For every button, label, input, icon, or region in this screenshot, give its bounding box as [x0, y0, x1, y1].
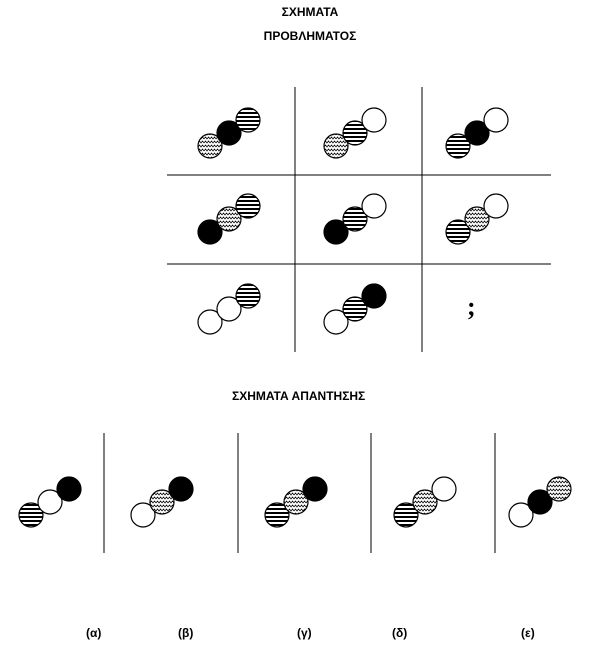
problem-cell-2-2-circle-1-black — [323, 219, 349, 245]
problem-cell-1-2-circle-2-stripes — [342, 120, 368, 146]
problem-cells — [197, 107, 509, 335]
answer-option-1-circle-3-black — [56, 476, 82, 502]
answer-label-4: (δ) — [392, 626, 408, 640]
answer-option-3[interactable] — [264, 476, 328, 528]
problem-cell-2-3-circle-2-zigzag — [464, 206, 490, 232]
problem-cell-2-3-circle-1-stripes — [445, 219, 471, 245]
answer-option-3-circle-2-zigzag — [283, 489, 309, 515]
problem-cell-2-1-circle-3-stripes — [235, 193, 261, 219]
answer-label-2: (β) — [178, 626, 194, 640]
answer-option-5-circle-1-white — [508, 502, 534, 528]
problem-cell-2-2-circle-3-white — [361, 193, 387, 219]
problem-cell-1-3-circle-3-white — [483, 107, 509, 133]
answer-option-3-circle-3-black — [302, 476, 328, 502]
problem-cell-2-2-circle-2-stripes — [342, 206, 368, 232]
problem-cell-1-3-circle-1-stripes — [445, 133, 471, 159]
answer-option-4-circle-1-stripes — [393, 502, 419, 528]
problem-cell-3-1-circle-3-stripes — [235, 283, 261, 309]
problem-cell-1-3 — [445, 107, 509, 159]
answer-option-2-circle-3-black — [168, 476, 194, 502]
answer-option-4-circle-3-white — [431, 476, 457, 502]
problem-cell-3-2-circle-1-white — [323, 309, 349, 335]
problem-cell-3-2 — [323, 283, 387, 335]
problem-cell-2-1-circle-2-zigzag — [216, 206, 242, 232]
answer-option-4-circle-2-zigzag — [412, 489, 438, 515]
problem-title-line1: ΣΧΗΜΑΤΑ — [281, 5, 339, 19]
problem-cell-2-1-circle-1-black — [197, 219, 223, 245]
problem-cell-3-1-circle-2-white — [216, 296, 242, 322]
answer-option-5[interactable] — [508, 476, 572, 528]
answer-option-2[interactable] — [130, 476, 194, 528]
answer-option-1-circle-1-stripes — [18, 502, 44, 528]
problem-cell-1-3-circle-2-black — [464, 120, 490, 146]
problem-cell-2-3-circle-3-white — [483, 193, 509, 219]
problem-title-line2: ΠΡΟΒΛΗΜΑΤΟΣ — [263, 29, 357, 43]
problem-cell-3-2-circle-2-stripes — [342, 296, 368, 322]
answer-option-4[interactable] — [393, 476, 457, 528]
problem-cell-3-2-circle-3-black — [361, 283, 387, 309]
answer-option-3-circle-1-stripes — [264, 502, 290, 528]
problem-cell-1-2 — [323, 107, 387, 159]
answer-option-5-circle-2-black — [527, 489, 553, 515]
problem-cell-1-2-circle-1-zigzag — [323, 133, 349, 159]
answer-option-5-circle-3-zigzag — [546, 476, 572, 502]
answer-label-1: (α) — [86, 626, 102, 640]
answer-option-2-circle-2-zigzag — [149, 489, 175, 515]
problem-cell-1-2-circle-3-white — [361, 107, 387, 133]
problem-cell-2-3 — [445, 193, 509, 245]
answer-option-2-circle-1-white — [130, 502, 156, 528]
problem-cell-3-1-circle-1-white — [197, 309, 223, 335]
answer-options — [18, 476, 572, 528]
problem-cell-3-1 — [197, 283, 261, 335]
answer-label-5: (ε) — [521, 626, 535, 640]
problem-cell-2-1 — [197, 193, 261, 245]
answer-option-1-circle-2-white — [37, 489, 63, 515]
problem-cell-1-1-circle-2-black — [216, 120, 242, 146]
problem-cell-2-2 — [323, 193, 387, 245]
problem-cell-1-1 — [197, 107, 261, 159]
missing-cell-mark: ; — [467, 292, 476, 321]
answer-option-1[interactable] — [18, 476, 82, 528]
problem-cell-1-1-circle-3-stripes — [235, 107, 261, 133]
answer-label-3: (γ) — [297, 626, 312, 640]
problem-cell-1-1-circle-1-zigzag — [197, 133, 223, 159]
answers-title: ΣΧΗΜΑΤΑ ΑΠΑΝΤΗΣΗΣ — [232, 389, 366, 403]
